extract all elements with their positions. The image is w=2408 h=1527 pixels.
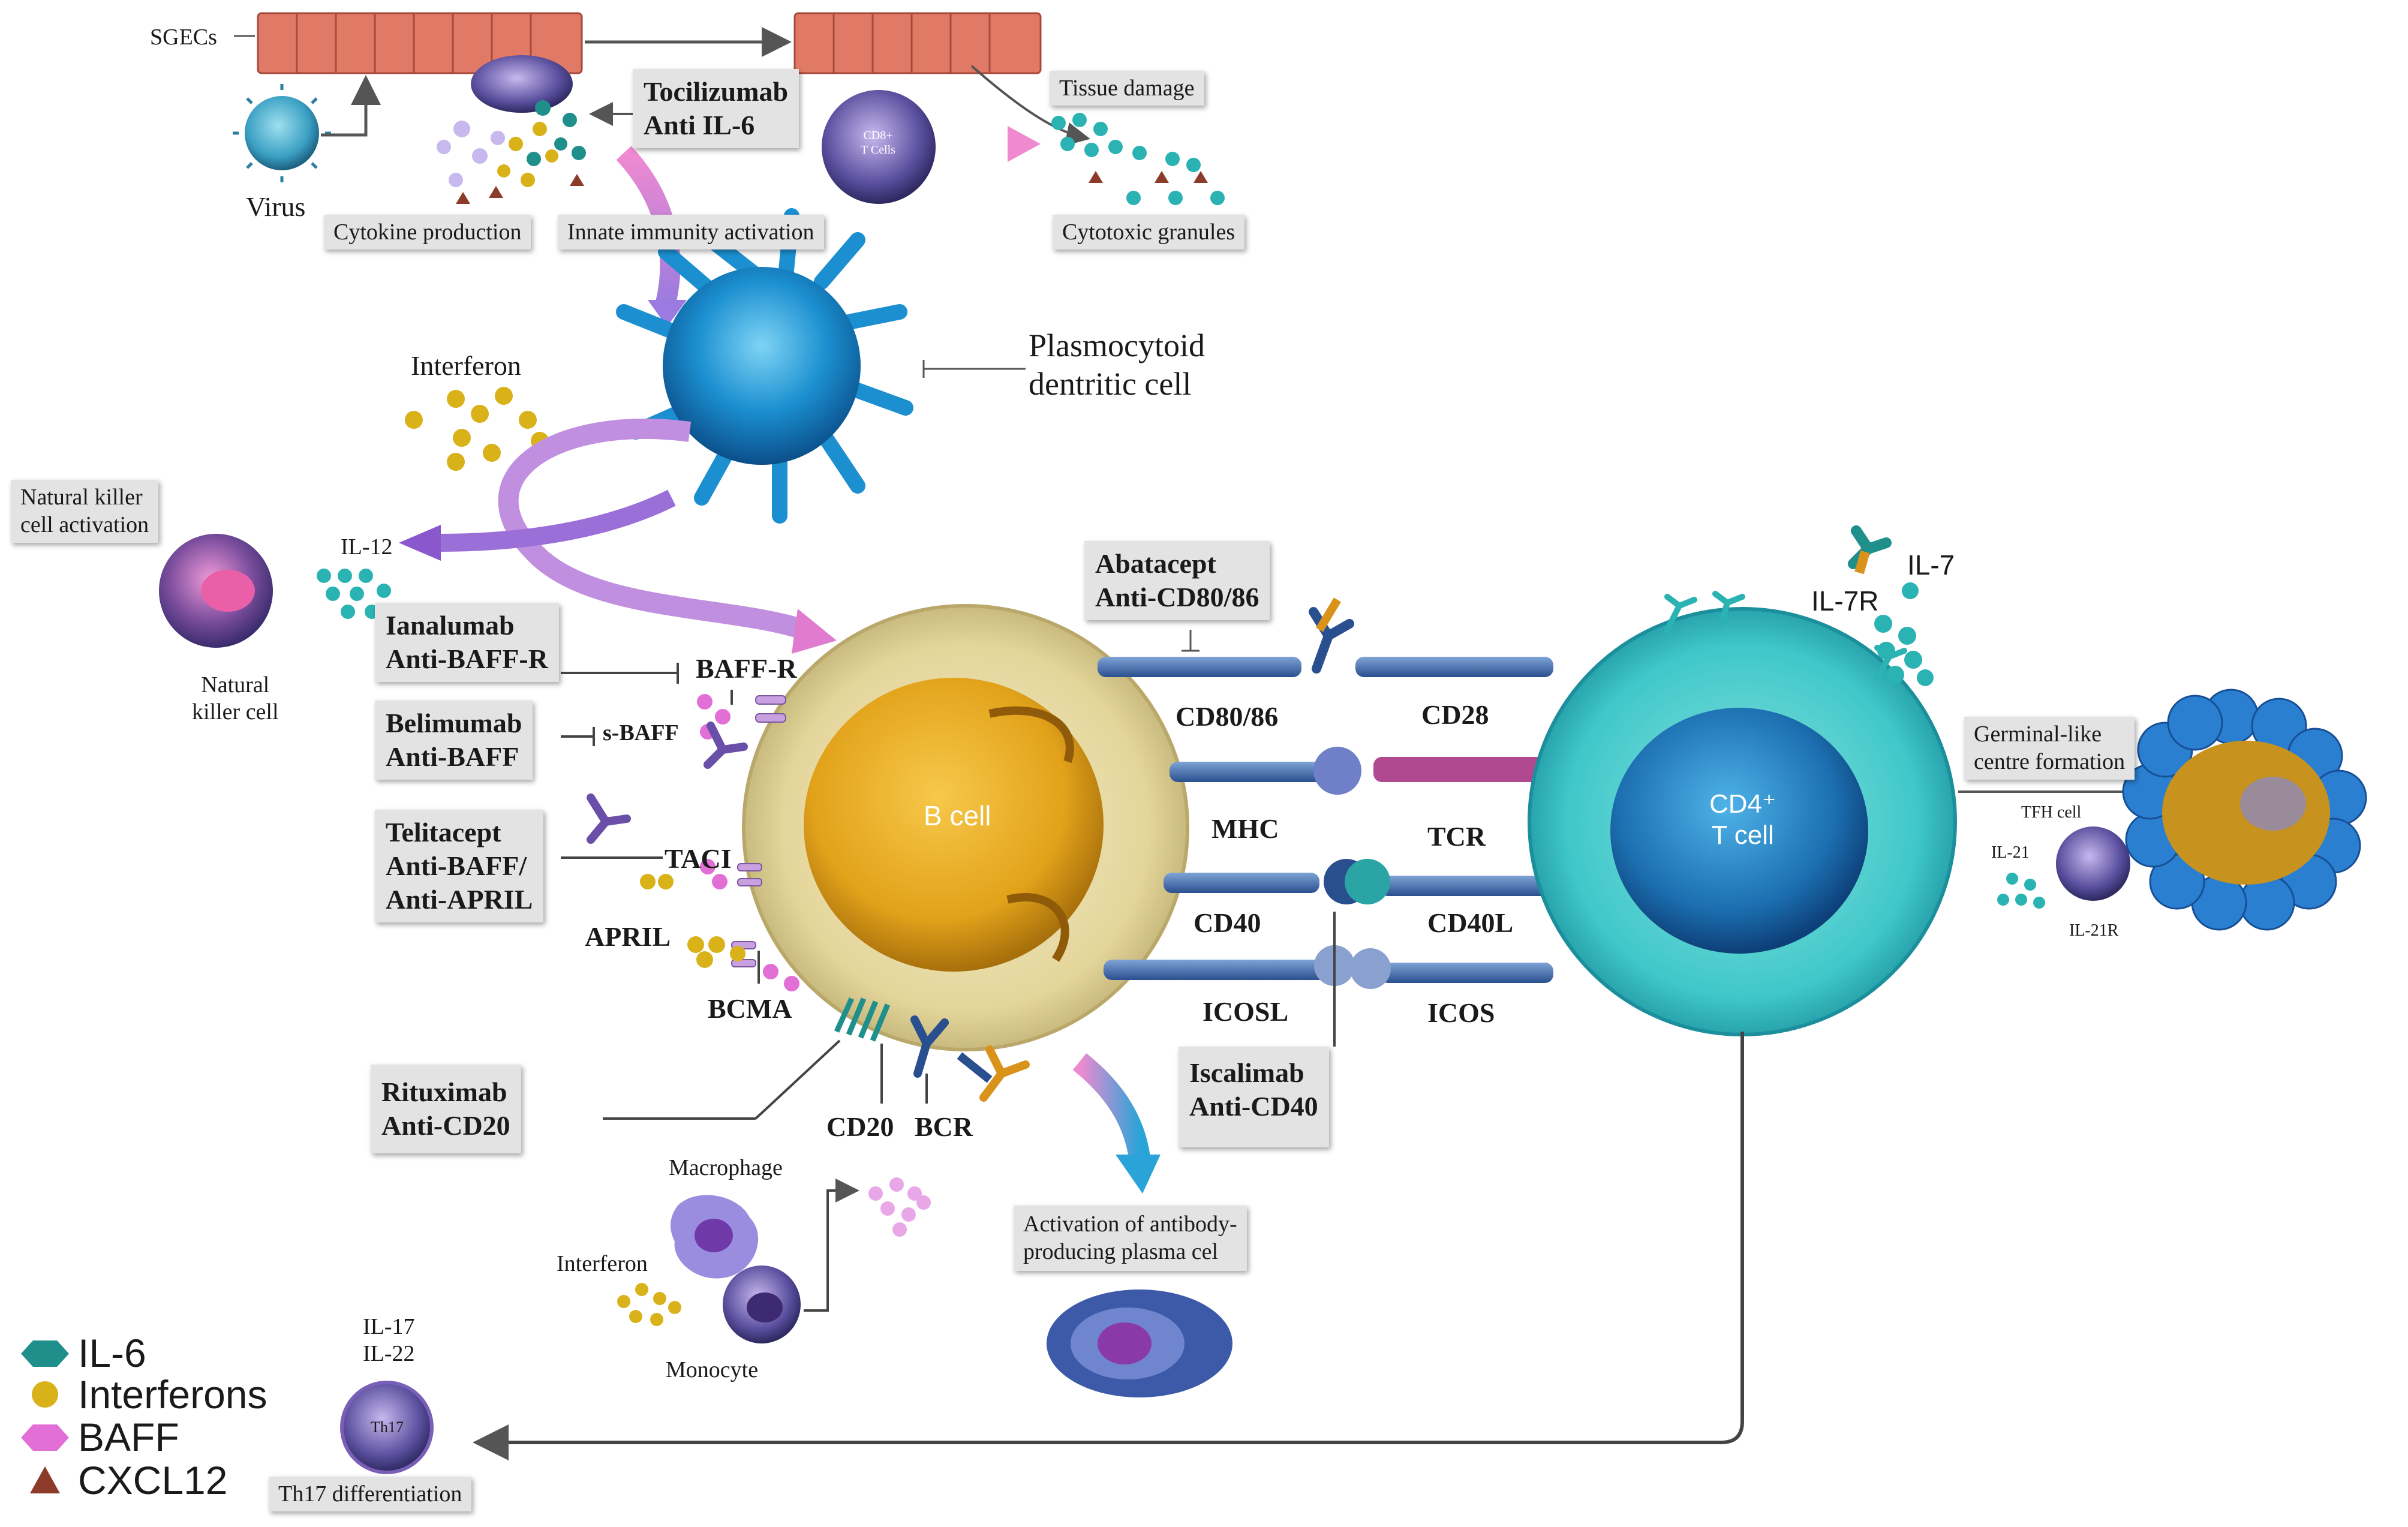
interferon-label: Interferon [411,350,521,381]
il12-label: IL-12 [341,534,393,560]
hexagon-icon [21,1340,69,1367]
nk-activation-box: Natural killer cell activation [11,480,159,543]
plasma-cell [1047,1289,1232,1397]
innate-immunity-box: Innate immunity activation [558,215,824,250]
cd28-label: CD28 [1421,699,1489,730]
drug-name: Tocilizumab [644,76,789,107]
cd8-cell-label: CD8+ T Cells [861,129,895,157]
il7-label: IL-7 [1907,549,1955,581]
cytotoxic-granules [1051,113,1225,205]
b-cell-label: B cell [924,800,991,831]
epithelial-dendritic-cell [437,55,586,204]
cd40l-label: CD40L [1427,907,1514,938]
monocyte-label: Monocyte [666,1357,759,1382]
s-baff-label: s-BAFF [603,720,679,746]
interferon-particles [405,387,549,471]
bcma-label: BCMA [708,993,792,1024]
cd80-86-label: CD80/86 [1176,701,1279,732]
b-cell [742,604,1189,1051]
cd20-label: CD20 [826,1111,894,1142]
pdc-label: Plasmocytoid dentritic cell [1029,327,1205,402]
th17-cytokines-label: IL-17 IL-22 [363,1314,415,1366]
th17-cell [340,1381,434,1474]
germinal-centre-box: Germinal-like centre formation [1964,717,2135,780]
natural-killer-cell [159,534,273,648]
tfh-cell-label: TFH cell [2021,803,2082,822]
cytokine-production-box: Cytokine production [324,215,531,250]
plasmacytoid-dendritic-cell [616,208,913,524]
cd8-t-cell [822,90,936,204]
baff-r-label: BAFF-R [696,653,797,684]
tfh-cell [2056,826,2130,901]
cytotoxic-granules-box: Cytotoxic granules [1053,215,1245,250]
bcr-label: BCR [915,1111,973,1142]
synapse-bars [1098,597,1559,989]
cd4-t-cell-label: CD4⁺ T cell [1709,789,1776,850]
baff-trimer-icon [587,722,748,844]
cd40-label: CD40 [1194,907,1261,938]
rituximab-box: Rituximab Anti-CD20 [371,1065,521,1154]
legend-icons [21,1340,69,1493]
il7r-label: IL-7R [1811,585,1879,617]
sgecs-label: SGECs [150,25,217,50]
legend-item-il6: IL-6 [78,1331,146,1375]
th17-cell-label: Th17 [371,1418,404,1436]
plasma-activation-box: Activation of antibody- producing plasma… [1014,1206,1247,1271]
il21r-label: IL-21R [2069,921,2119,940]
macrophage-label: Macrophage [669,1155,783,1180]
nk-cell-label: Natural killer cell [192,672,279,725]
monocyte [723,1266,801,1343]
germinal-centre [2122,689,2367,931]
virus-icon [233,84,331,182]
legend-item-cxcl12: CXCL12 [78,1458,228,1502]
taci-label: TACI [665,843,732,874]
icosl-label: ICOSL [1203,996,1289,1027]
drug-target: Anti IL-6 [644,110,755,141]
telitacept-box: Telitacept Anti-BAFF/ Anti-APRIL [375,810,544,923]
april-label: APRIL [585,921,671,952]
tissue-damage-box: Tissue damage [1050,71,1204,106]
belimumab-box: Belimumab Anti-BAFF [375,701,533,780]
mhc-label: MHC [1211,813,1279,844]
icos-label: ICOS [1427,997,1495,1028]
il21-label: IL-21 [1991,843,2030,862]
th17-differentiation-box: Th17 differentiation [269,1477,472,1512]
triangle-icon [30,1466,60,1493]
cd4-t-cell [1528,607,1957,1036]
tcr-label: TCR [1427,821,1486,852]
hexagon-icon [21,1424,69,1451]
lower-interferon-label: Interferon [557,1251,648,1276]
virus-label: Virus [246,191,306,222]
iscalimab-box: Iscalimab Anti-CD40 [1179,1047,1329,1148]
tocilizumab-box: Tocilizumab Anti IL-6 [633,69,799,149]
legend-item-baff: BAFF [78,1415,179,1459]
macrophage [671,1195,759,1279]
circle-icon [32,1381,58,1408]
legend-item-interferons: Interferons [78,1372,267,1417]
ianalumab-box: Ianalumab Anti-BAFF-R [375,603,559,683]
abatacept-box: Abatacept Anti-CD80/86 [1084,541,1270,621]
sgec-epithelium [257,12,1042,74]
